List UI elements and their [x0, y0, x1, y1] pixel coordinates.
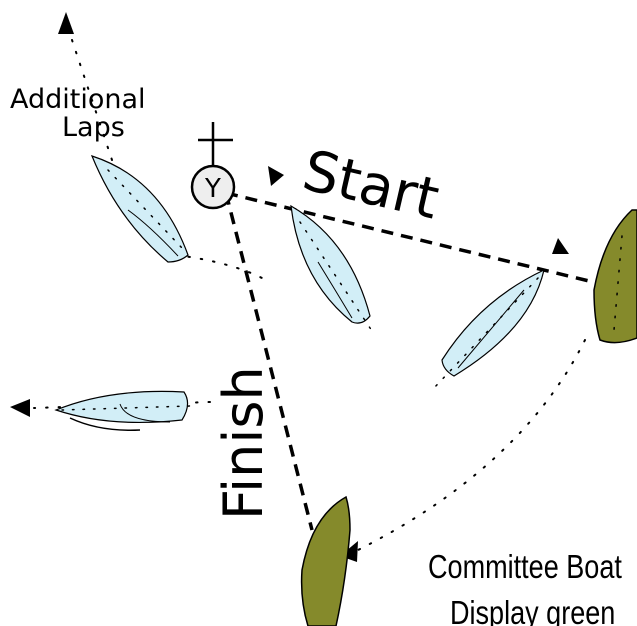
additional-laps-label-line1: Additional — [10, 84, 146, 115]
finish-line — [224, 192, 314, 531]
additional-laps-label-line2: Laps — [62, 112, 125, 143]
mark-y: Y — [190, 122, 236, 210]
committee-boat-label-line1: Committee Boat — [428, 550, 622, 586]
additional-laps-arrowhead — [58, 12, 74, 34]
left-exit-arrowhead — [10, 399, 30, 417]
start-arrowhead-right — [552, 238, 569, 254]
dinghy-lower-left — [54, 390, 191, 431]
committee-boat-finish — [300, 495, 351, 626]
committee-transit-route — [351, 339, 586, 554]
mark-letter: Y — [204, 174, 221, 204]
dinghy-center — [290, 204, 375, 335]
committee-boat-start — [593, 209, 637, 344]
start-label: Start — [297, 138, 445, 232]
dinghy-right — [433, 268, 545, 389]
start-arrowhead-left — [268, 166, 284, 186]
mark-buoy — [190, 164, 236, 210]
approach-route — [175, 254, 263, 279]
finish-label: Finish — [212, 366, 275, 520]
dinghy-upper-left — [90, 155, 189, 263]
committee-boat-label-line2: Display green — [450, 596, 615, 626]
